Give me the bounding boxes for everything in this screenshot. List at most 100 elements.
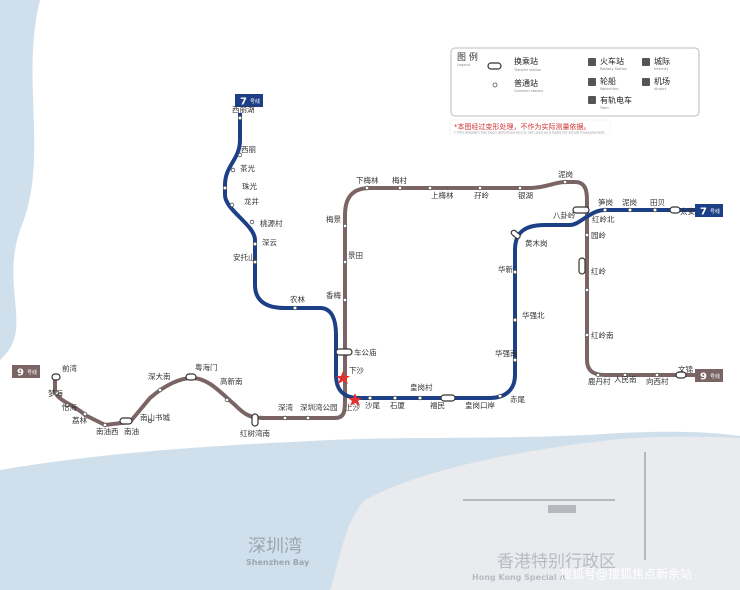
svg-text:9: 9 bbox=[17, 368, 24, 379]
svg-text:Tram: Tram bbox=[599, 106, 609, 110]
svg-text:Common station: Common station bbox=[514, 89, 543, 93]
tram-icon bbox=[588, 96, 596, 104]
svg-text:文锦: 文锦 bbox=[678, 364, 693, 374]
svg-text:桃源村: 桃源村 bbox=[260, 218, 283, 228]
svg-text:普通站: 普通站 bbox=[514, 78, 538, 88]
svg-text:龙井: 龙井 bbox=[244, 196, 259, 206]
svg-text:怡海: 怡海 bbox=[62, 402, 77, 412]
ferry-icon bbox=[588, 78, 596, 86]
svg-text:上梅林: 上梅林 bbox=[431, 190, 454, 200]
svg-text:黄木岗: 黄木岗 bbox=[525, 238, 548, 248]
svg-text:园岭: 园岭 bbox=[591, 230, 606, 240]
svg-text:泥岗: 泥岗 bbox=[622, 198, 637, 207]
svg-text:八卦岭: 八卦岭 bbox=[553, 210, 576, 220]
svg-text:南油: 南油 bbox=[124, 426, 139, 436]
svg-text:太安: 太安 bbox=[680, 206, 695, 216]
svg-text:Airport: Airport bbox=[654, 87, 667, 91]
svg-text:香梅: 香梅 bbox=[326, 290, 341, 300]
svg-text:Transfer station: Transfer station bbox=[513, 68, 541, 72]
sea-west bbox=[0, 0, 40, 360]
watermark: 搜狐号@搜狐焦点新余站 bbox=[560, 566, 692, 581]
svg-text:红岭南: 红岭南 bbox=[591, 330, 614, 340]
svg-text:轮船: 轮船 bbox=[600, 76, 616, 86]
svg-text:* This diagram has been deform: * This diagram has been deformed and is … bbox=[454, 131, 605, 135]
svg-text:人民南: 人民南 bbox=[614, 374, 637, 384]
svg-text:石厦: 石厦 bbox=[390, 401, 405, 410]
line-7-badge-right: 7 号线 bbox=[695, 204, 723, 218]
svg-text:华强北: 华强北 bbox=[522, 310, 545, 320]
svg-text:皇岗村: 皇岗村 bbox=[410, 382, 433, 392]
svg-text:高新南: 高新南 bbox=[220, 376, 243, 386]
svg-text:图 例: 图 例 bbox=[457, 51, 478, 63]
svg-text:前湾: 前湾 bbox=[62, 363, 77, 373]
svg-text:*本图经过变形处理，不作为实际测量依据。: *本图经过变形处理，不作为实际测量依据。 bbox=[454, 122, 591, 131]
intercity-icon bbox=[642, 58, 650, 66]
svg-text:换乘站: 换乘站 bbox=[514, 56, 538, 66]
hk-label-en: Hong Kong Special A bbox=[472, 573, 566, 582]
svg-text:梅景: 梅景 bbox=[326, 214, 341, 224]
svg-text:西丽湖: 西丽湖 bbox=[232, 105, 255, 114]
svg-text:深圳湾公园: 深圳湾公园 bbox=[300, 402, 338, 412]
svg-text:9: 9 bbox=[700, 372, 707, 383]
svg-text:梦海: 梦海 bbox=[48, 388, 63, 398]
disclaimer-note: *本图经过变形处理，不作为实际测量依据。 * This diagram has … bbox=[449, 119, 611, 135]
svg-text:下梅林: 下梅林 bbox=[356, 175, 379, 185]
svg-text:鹿丹村: 鹿丹村 bbox=[588, 376, 611, 386]
svg-text:号线: 号线 bbox=[250, 98, 260, 105]
svg-text:深云: 深云 bbox=[262, 238, 277, 247]
svg-text:皇岗口岸: 皇岗口岸 bbox=[465, 400, 495, 410]
svg-text:华新: 华新 bbox=[498, 264, 513, 274]
airport-icon bbox=[642, 78, 650, 86]
svg-text:银湖: 银湖 bbox=[518, 191, 533, 200]
svg-text:Waterfront: Waterfront bbox=[600, 87, 619, 91]
svg-text:粤海门: 粤海门 bbox=[195, 362, 218, 372]
svg-text:红岭北: 红岭北 bbox=[592, 214, 615, 224]
svg-text:车公庙: 车公庙 bbox=[354, 347, 377, 357]
bay-label-en: Shenzhen Bay bbox=[246, 558, 310, 567]
bay-label: 深圳湾 bbox=[248, 536, 302, 557]
svg-text:7: 7 bbox=[240, 97, 247, 108]
svg-text:红树湾南: 红树湾南 bbox=[240, 428, 270, 438]
svg-text:泥岗: 泥岗 bbox=[558, 170, 573, 179]
svg-text:深湾: 深湾 bbox=[278, 402, 293, 412]
line-7-path bbox=[223, 113, 695, 400]
railway-icon bbox=[588, 58, 596, 66]
svg-text:机场: 机场 bbox=[654, 76, 670, 86]
svg-text:茶光: 茶光 bbox=[240, 163, 255, 173]
svg-text:梅村: 梅村 bbox=[392, 175, 407, 185]
line-9-badge-right: 9 号线 bbox=[695, 369, 723, 383]
line-9-badge-left: 9 号线 bbox=[12, 365, 40, 379]
station-labels: 西丽湖 西丽 茶光 珠光 龙井 桃源村 深云 安托山 农林 车公庙 下沙 上沙 … bbox=[48, 105, 695, 438]
star-marker bbox=[348, 393, 362, 406]
svg-text:荔林: 荔林 bbox=[72, 415, 87, 425]
line-7-badge-top: 7 号线 bbox=[235, 94, 263, 108]
svg-text:上沙: 上沙 bbox=[345, 403, 360, 412]
svg-text:南油西: 南油西 bbox=[96, 426, 119, 436]
hk-label: 香港特别行政区 bbox=[497, 552, 616, 572]
svg-text:农林: 农林 bbox=[290, 294, 305, 304]
svg-text:华强南: 华强南 bbox=[495, 348, 518, 358]
hk-land bbox=[330, 436, 740, 590]
svg-text:深大南: 深大南 bbox=[148, 371, 171, 381]
svg-text:7: 7 bbox=[700, 207, 707, 218]
star-marker bbox=[336, 371, 350, 384]
svg-text:红岭: 红岭 bbox=[591, 266, 606, 276]
svg-text:号线: 号线 bbox=[710, 373, 720, 380]
svg-text:有轨电车: 有轨电车 bbox=[600, 95, 632, 105]
svg-text:安托山: 安托山 bbox=[233, 252, 256, 262]
svg-text:珠光: 珠光 bbox=[242, 181, 257, 191]
svg-text:景田: 景田 bbox=[348, 251, 363, 260]
svg-text:向西村: 向西村 bbox=[646, 376, 669, 386]
svg-text:号线: 号线 bbox=[27, 369, 37, 376]
svg-text:下沙: 下沙 bbox=[349, 366, 364, 375]
svg-text:城际: 城际 bbox=[654, 57, 670, 66]
legend: 图 例 Legend 换乘站 Transfer station 普通站 Comm… bbox=[450, 47, 700, 117]
svg-text:沙尾: 沙尾 bbox=[365, 401, 380, 410]
svg-text:号线: 号线 bbox=[710, 208, 720, 215]
svg-text:Railway Station: Railway Station bbox=[600, 67, 627, 71]
svg-text:南山书城: 南山书城 bbox=[140, 412, 170, 422]
svg-text:西丽: 西丽 bbox=[241, 145, 256, 154]
svg-text:孖岭: 孖岭 bbox=[474, 190, 489, 200]
svg-text:田贝: 田贝 bbox=[650, 198, 665, 207]
svg-text:赤尾: 赤尾 bbox=[510, 395, 525, 404]
